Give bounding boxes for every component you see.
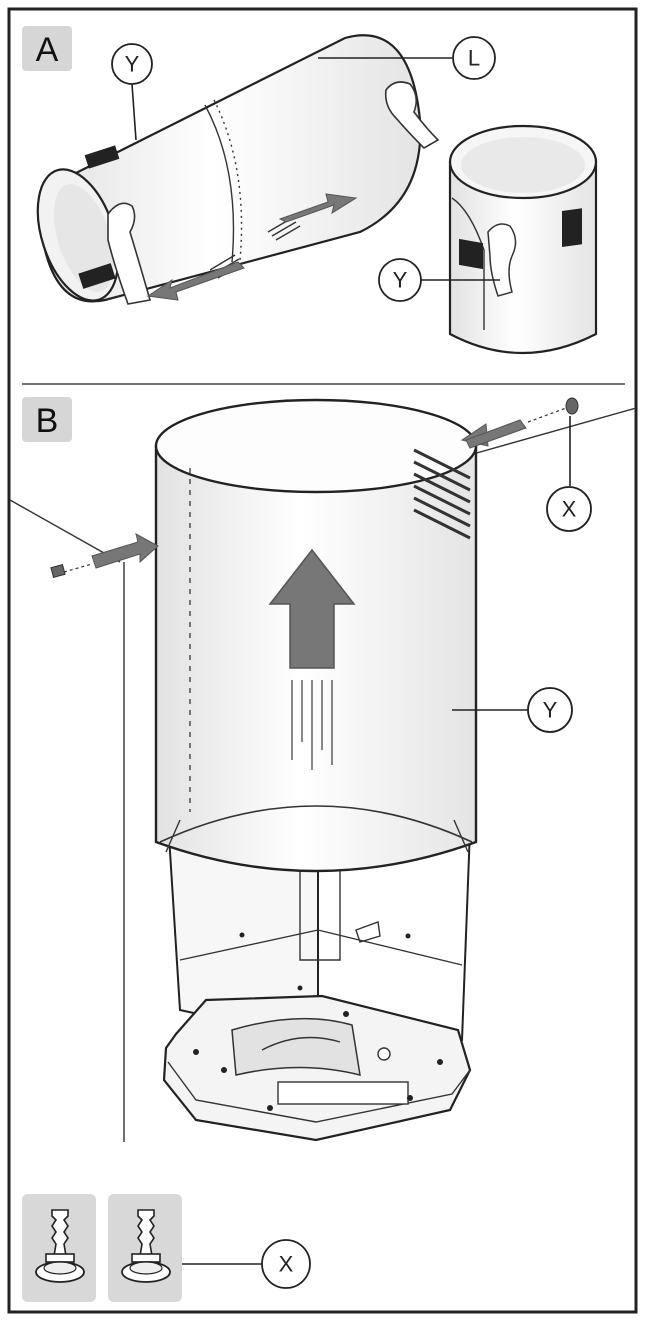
callout-y-b-text: Y (543, 698, 558, 723)
callout-x-bottom-text: X (279, 1252, 294, 1277)
vent-top (84, 145, 120, 169)
callout-y-inner-text: Y (393, 268, 408, 293)
left-screw-arrow (50, 533, 159, 578)
screw-icon (121, 1209, 171, 1283)
callout-y-b: Y (452, 687, 573, 733)
callout-y-top-text: Y (125, 52, 140, 77)
screw-detail-2 (108, 1194, 182, 1302)
callout-x-bottom: X (182, 1239, 311, 1289)
outer-frame (7, 7, 638, 1314)
panel-a: A (22, 26, 598, 354)
callout-y-top: Y (111, 43, 153, 141)
panel-b-tag: B (22, 397, 72, 442)
wall-line-left (9, 499, 121, 563)
hand-left (107, 202, 152, 305)
callout-l-text: L (468, 46, 480, 71)
callout-x-top: X (546, 486, 592, 532)
callout-y-inner: Y (378, 258, 500, 302)
base-plate (162, 994, 472, 1142)
hand-inside (487, 223, 517, 297)
panel-a-tag: A (22, 26, 72, 71)
screw-icon (35, 1209, 85, 1283)
vent-bottom (78, 263, 116, 289)
callout-l: L (318, 36, 496, 80)
panel-b-tag-text: B (36, 402, 59, 440)
upright-cylinder (448, 124, 598, 354)
wall-line-right (465, 407, 637, 457)
screw-icon (50, 564, 66, 578)
chimney-vents (413, 448, 471, 540)
slide-arrow-left-icon (146, 261, 245, 301)
callout-x-top-text: X (562, 497, 577, 522)
lift-up-arrow-icon (268, 548, 356, 669)
screw-detail-1 (22, 1194, 96, 1302)
hand-right (384, 81, 440, 149)
upright-vent-left (459, 238, 483, 270)
upright-vent-right (562, 208, 582, 248)
panel-a-tag-text: A (36, 31, 59, 69)
right-screw-arrow (460, 397, 579, 486)
horizontal-cylinder (36, 34, 440, 305)
screw-icon (565, 397, 579, 415)
motion-lines (291, 680, 333, 770)
panel-b: B (9, 397, 637, 1302)
slide-arrow-right-icon (278, 193, 358, 223)
